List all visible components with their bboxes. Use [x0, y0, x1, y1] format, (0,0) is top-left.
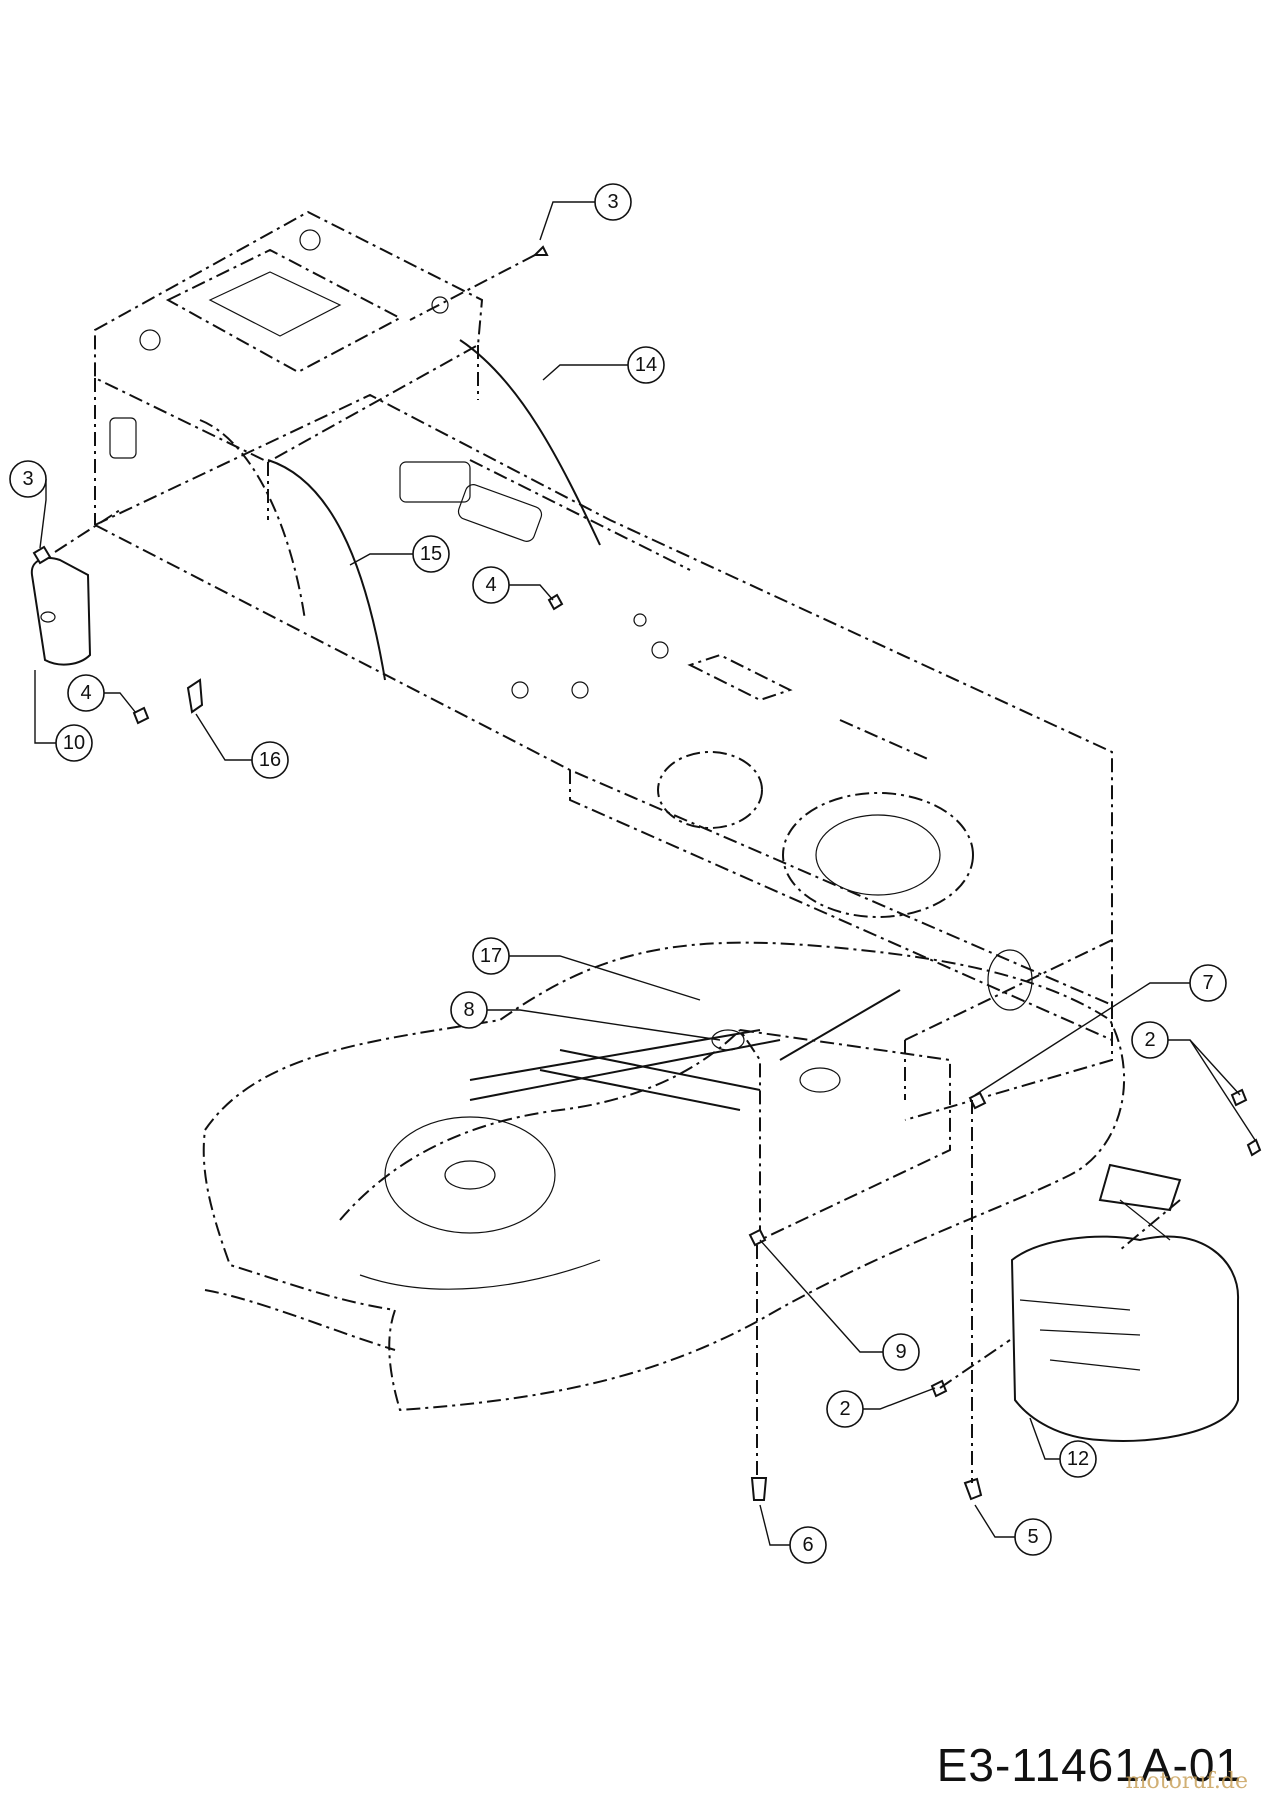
callout-label: 2 [839, 1398, 850, 1420]
callout-16: 16 [251, 741, 289, 779]
callout-label: 7 [1202, 972, 1213, 994]
tractor-frame [94, 210, 1113, 1121]
callout-label: 9 [895, 1341, 906, 1363]
callout-label: 4 [80, 682, 91, 704]
callout-label: 15 [420, 543, 442, 565]
callout-label: 10 [63, 732, 85, 754]
callout-9: 9 [882, 1333, 920, 1371]
callout-5: 5 [1014, 1518, 1052, 1556]
callout-15: 15 [412, 535, 450, 573]
callout-7: 7 [1189, 964, 1227, 1002]
callout-14: 14 [627, 346, 665, 384]
callout-label: 17 [480, 945, 502, 967]
callout-label: 2 [1144, 1029, 1155, 1051]
callout-2-right: 2 [1131, 1021, 1169, 1059]
explode-lines [54, 254, 1181, 1483]
callout-2-bottom: 2 [826, 1390, 864, 1428]
callout-4-left: 4 [67, 674, 105, 712]
callout-label: 6 [802, 1534, 813, 1556]
drawing-number: E3-11461A-01 [936, 1739, 1242, 1791]
callout-8: 8 [450, 991, 488, 1029]
chute-deflector [1010, 1163, 1240, 1442]
callout-label: 14 [635, 354, 657, 376]
callout-label: 12 [1067, 1448, 1089, 1470]
leader-lines [34, 201, 1256, 1546]
callout-label: 3 [607, 191, 618, 213]
callout-10: 10 [55, 724, 93, 762]
callout-17: 17 [472, 937, 510, 975]
callout-label: 4 [485, 574, 496, 596]
callout-6: 6 [789, 1526, 827, 1564]
callout-12: 12 [1059, 1440, 1097, 1478]
callout-label: 5 [1027, 1526, 1038, 1548]
callout-3-top: 3 [594, 183, 632, 221]
callout-label: 8 [463, 999, 474, 1021]
callout-label: 3 [22, 468, 33, 490]
callout-4-middle: 4 [472, 566, 510, 604]
mower-deck [202, 941, 1125, 1412]
callout-3-left: 3 [9, 460, 47, 498]
callout-label: 16 [259, 749, 281, 771]
watermark-logo: motoruf.de [1125, 1769, 1248, 1794]
